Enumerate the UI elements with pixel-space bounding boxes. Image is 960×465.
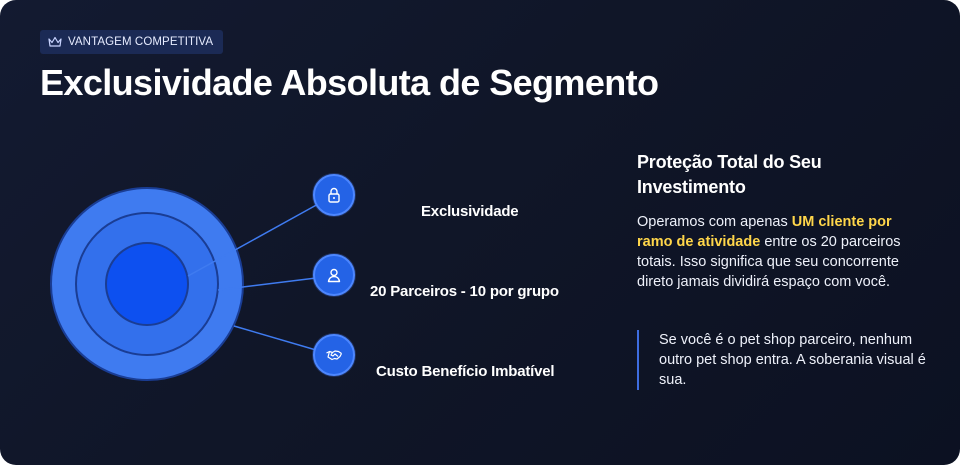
panel-body-intro: Operamos com apenas <box>637 214 792 230</box>
connector-line-3 <box>233 325 317 351</box>
connector-line-2 <box>217 277 317 291</box>
crown-icon <box>48 36 62 47</box>
feature-label-exclusivity: Exclusividade <box>421 203 519 220</box>
feature-node-partners <box>313 254 355 296</box>
connector-line-1 <box>187 202 321 277</box>
user-icon <box>327 268 341 283</box>
panel-body: Operamos com apenas UM cliente por ramo … <box>637 212 927 292</box>
section-badge-label: VANTAGEM COMPETITIVA <box>68 36 214 48</box>
feature-node-cost-benefit <box>313 334 355 376</box>
panel-heading: Proteção Total do Seu Investimento <box>637 152 822 197</box>
lock-icon <box>328 187 340 203</box>
exclusivity-diagram: Exclusividade 20 Parceiros - 10 por grup… <box>50 174 559 381</box>
feature-label-cost-benefit: Custo Benefício Imbatível <box>376 363 555 380</box>
panel-body-highlight: UM cliente por ramo de atividade <box>637 214 892 250</box>
feature-node-exclusivity <box>313 174 355 216</box>
section-badge: VANTAGEM COMPETITIVA <box>40 30 224 54</box>
investment-protection-panel: Proteção Total do Seu Investimento Opera… <box>637 150 927 292</box>
panel-body-rest: entre os 20 parceiros totais. Isso signi… <box>637 234 901 290</box>
inner-circle <box>105 242 189 326</box>
concentric-circles-graphic <box>50 187 321 381</box>
handshake-icon <box>326 350 343 361</box>
page-title: Exclusividade Absoluta de Segmento <box>40 62 659 103</box>
pull-quote: Se você é o pet shop parceiro, nenhum ou… <box>637 330 927 390</box>
feature-label-partners: 20 Parceiros - 10 por grupo <box>370 283 559 300</box>
